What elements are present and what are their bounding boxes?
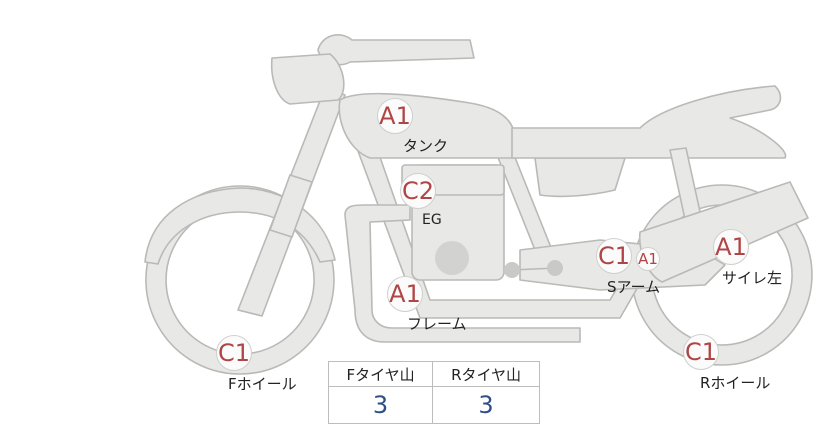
part-label-front-wheel: Fホイール	[228, 375, 297, 393]
part-label-tank: タンク	[403, 137, 449, 155]
rear-tire-tread-value: 3	[432, 386, 540, 424]
seat-shape	[511, 85, 787, 159]
grade-badge-frame: A1	[387, 276, 423, 312]
fork-cover-shape	[269, 174, 313, 238]
side-cover-shape	[534, 157, 626, 198]
tire-tread-value-row: 3 3	[327, 386, 540, 424]
grade-badge-swingarm-secondary: A1	[636, 247, 660, 271]
exhaust-pipe-shape	[344, 204, 581, 343]
front-tire-tread-value: 3	[327, 386, 434, 424]
tire-tread-table: Fタイヤ山 Rタイヤ山 3 3	[327, 361, 540, 424]
rear-tire-tread-header: Rタイヤ山	[432, 361, 540, 387]
grade-badge-swingarm: C1	[596, 238, 632, 274]
front-tire-tread-header: Fタイヤ山	[327, 361, 434, 387]
grade-badge-muffler-left: A1	[713, 229, 749, 265]
tire-tread-header-row: Fタイヤ山 Rタイヤ山	[327, 361, 540, 387]
footpeg-knob-right	[547, 260, 563, 276]
handlebar-shape	[317, 34, 475, 66]
part-label-muffler-left: サイレ左	[722, 269, 783, 287]
grade-badge-front-wheel: C1	[216, 335, 252, 371]
engine-cover-shape	[435, 241, 469, 275]
headlight-shape	[270, 53, 345, 105]
grade-badge-tank: A1	[377, 98, 413, 134]
part-label-frame: フレーム	[407, 315, 467, 333]
grade-badge-rear-wheel: C1	[683, 334, 719, 370]
part-label-swingarm: Sアーム	[607, 278, 661, 296]
grade-badge-engine: C2	[400, 173, 436, 209]
part-label-engine: EG	[422, 212, 442, 228]
footpeg-knob-left	[504, 262, 520, 278]
part-label-rear-wheel: Rホイール	[700, 374, 771, 392]
